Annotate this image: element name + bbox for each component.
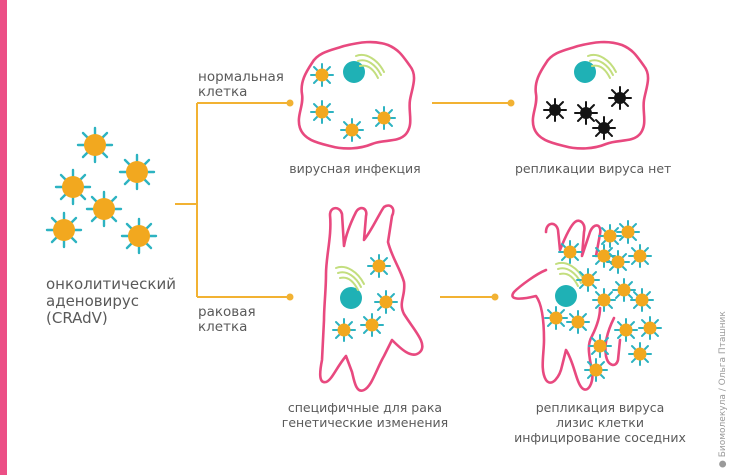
branch-cancer-line2: клетка: [198, 319, 248, 335]
caption-replication-line2: лизис клетки: [556, 415, 644, 430]
lysed-cancer-cell: [511, 219, 662, 391]
virus-label-line3: (CRAdV): [46, 309, 108, 327]
caption-specific-changes-line2: генетические изменения: [281, 415, 449, 430]
caption-replication-line3: инфицирование соседних: [514, 430, 686, 445]
accent-bar: [0, 0, 7, 475]
virus-label-line2: аденовирус: [46, 292, 140, 310]
caption-specific-changes: специфичные для рака генетические измене…: [280, 400, 450, 430]
credit-text: Биомолекула / Ольга Пташник: [718, 311, 728, 458]
normal-cell-infected: [297, 40, 416, 150]
cancer-cell: [318, 204, 424, 392]
branch-normal-label: нормальная клетка: [198, 70, 284, 100]
arrow-normal: [432, 99, 515, 107]
caption-viral-infection: вирусная инфекция: [289, 161, 421, 176]
normal-cell-no-replication: [531, 40, 650, 150]
caption-replication-line1: репликация вируса: [535, 400, 665, 415]
branch-normal-line1: нормальная: [198, 69, 284, 85]
caption-no-replication: репликации вируса нет: [515, 161, 672, 176]
arrow-cancer: [440, 293, 499, 301]
virus-label-line1: онколитический: [46, 275, 176, 293]
branch-cancer-line1: раковая: [198, 304, 256, 320]
credit-dot-icon: ●: [718, 460, 728, 468]
connector-dots: [286, 99, 294, 301]
branch-connector: [175, 102, 290, 298]
adenovirus-cluster: [45, 126, 158, 255]
virus-label: онколитический аденовирус (CRAdV): [46, 276, 176, 327]
branch-cancer-label: раковая клетка: [198, 305, 256, 335]
caption-replication: репликация вируса лизис клетки инфициров…: [505, 400, 695, 445]
credit: ● Биомолекула / Ольга Пташник: [718, 311, 728, 468]
caption-specific-changes-line1: специфичные для рака: [287, 400, 443, 415]
branch-normal-line2: клетка: [198, 84, 248, 100]
